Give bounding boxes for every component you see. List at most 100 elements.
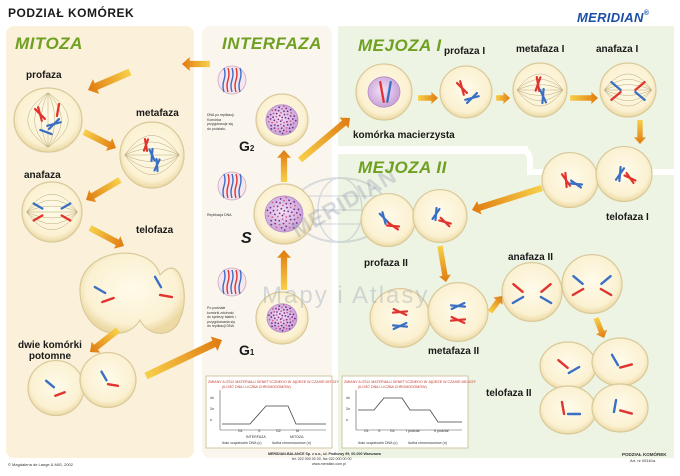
graph1-title-line2: (ILOŚĆ DNA I LICZBA CHROMOSOMÓW) (222, 385, 291, 389)
cell-mitosis-daughters (27, 351, 137, 417)
graph2-y-n: n (346, 418, 348, 422)
dna-detail-s (217, 171, 247, 201)
graph1-x-mitoza: MITOZA (290, 435, 304, 439)
graph1-title-line1: ZMIANY ILOŚCI MATERIAŁU GENETYCZNEGO W J… (208, 380, 339, 384)
cell-meiosis1-telofaza (541, 145, 653, 209)
label-g1-sub: 1 (249, 348, 255, 357)
cell-meiosis1-metafaza (512, 62, 568, 118)
cell-mitosis-telofaza (79, 252, 185, 335)
arrow-interphase-to-mitosis (182, 57, 210, 71)
arrow-mitosis-top-left (88, 68, 132, 94)
footer-copyright: © Magdalena de Lange & MiG, 2002 (8, 462, 73, 467)
section-title-mejoza-2: MEJOZA II (358, 158, 447, 177)
label-meiosis2-telofaza: telofaza II (486, 388, 532, 399)
graph2-x-podzial-1: I podział (406, 429, 420, 433)
dna-detail-g1 (217, 267, 247, 297)
label-mitosis-telofaza: telofaza (136, 225, 174, 236)
graph2-y-4n: 4n (346, 396, 350, 400)
label-daughter-cells: dwie komórki potomne (18, 340, 82, 362)
graph1-legend-b: liczba chromosomów (n) (272, 441, 311, 445)
graph2-legend-b: liczba chromosomów (n) (408, 441, 447, 445)
graph1-y-2n: 2n (210, 407, 214, 411)
arrow-metafaza2-to-anafaza2 (487, 295, 503, 314)
label-meiosis1-telofaza: telofaza I (606, 212, 649, 223)
graph1-x-interfaza: INTERFAZA (246, 435, 266, 439)
label-daughter-cells-line1: dwie komórki (18, 340, 82, 351)
label-daughter-cells-line2: potomne (28, 351, 72, 362)
footer-contact: tel. 022 000 00 00, fax 022 000 00 00 (292, 457, 352, 461)
note-g2: DNA po replikacji. Komórka przygotowuje … (207, 113, 235, 131)
cell-interphase-g2 (255, 93, 309, 147)
label-g2: G2 (239, 138, 254, 154)
arrow-telofaza1-to-profaza2 (472, 184, 543, 215)
graph2-x-g2: G2 (390, 429, 395, 433)
section-title-mejoza-1: MEJOZA I (358, 36, 442, 55)
graph1-x-m: M (296, 429, 299, 433)
label-g1-letter: G (239, 342, 250, 358)
label-meiosis2-profaza: profaza II (364, 258, 408, 269)
graph1-x-s: S (258, 429, 261, 433)
cell-meiosis1-profaza (439, 65, 493, 119)
arrow-s-to-g2 (277, 150, 291, 182)
arrow-profaza2-to-metafaza2 (437, 245, 451, 283)
cell-mitosis-metafaza (119, 121, 185, 189)
brand-mark: ® (643, 10, 650, 17)
note-s: Replikacja DNA. (207, 213, 233, 217)
graph2-title-line2: (ILOŚĆ DNA I LICZBA CHROMOSOMÓW) (358, 385, 427, 389)
label-mitosis-anafaza: anafaza (24, 170, 61, 181)
dna-detail-g2 (217, 65, 247, 95)
graph1-x-g1: G1 (238, 429, 243, 433)
section-title-interfaza: INTERFAZA (222, 34, 322, 53)
graph2-x-g1: G1 (364, 429, 369, 433)
label-g2-sub: 2 (249, 144, 255, 153)
cell-meiosis2-telofaza (539, 337, 649, 435)
label-g2-letter: G (239, 138, 250, 154)
arrow-mother-to-profaza1 (418, 92, 438, 104)
label-meiosis1-metafaza: metafaza I (516, 44, 565, 55)
label-s: S (241, 230, 252, 247)
label-mitosis-profaza: profaza (26, 70, 62, 81)
cell-interphase-g1 (255, 291, 309, 345)
arrow-metafaza-to-anafaza (85, 177, 122, 203)
cell-meiosis1-anafaza (599, 62, 657, 118)
poster-title: PODZIAŁ KOMÓREK (8, 6, 135, 20)
arrow-anafaza1-to-telofaza1 (634, 120, 646, 144)
footer-product-name: PODZIAŁ KOMÓREK (622, 452, 667, 457)
cell-meiosis2-metafaza (369, 282, 489, 349)
graph1-x-g2: G2 (276, 429, 281, 433)
watermark-text: Mapy i Atlasy (262, 282, 430, 309)
cell-meiosis2-anafaza (501, 254, 623, 323)
cell-meiosis-mother (355, 63, 413, 121)
arrow-telofaza-to-daughters (89, 327, 120, 353)
arrow-g2-to-meiosis (297, 117, 350, 163)
graph1-legend-a: ilość cząsteczek DNA (c) (222, 441, 262, 445)
cell-mitosis-anafaza (21, 181, 83, 243)
cell-meiosis2-profaza (360, 188, 468, 248)
arrow-daughters-to-g1 (144, 336, 223, 380)
arrow-metafaza1-to-anafaza1 (570, 92, 598, 104)
label-meiosis2-metafaza: metafaza II (428, 346, 480, 357)
graph-meiosis (341, 375, 469, 449)
arrow-profaza1-to-metafaza1 (496, 92, 510, 104)
footer-product-code: Art. nr 05161a (630, 458, 656, 463)
cell-interphase-s (253, 183, 315, 245)
graph2-legend-a: ilość cząsteczek DNA (c) (358, 441, 398, 445)
meiosis-panel (338, 26, 674, 458)
graph2-title-line1: ZMIANY ILOŚCI MATERIAŁU GENETYCZNEGO W J… (344, 380, 477, 384)
arrow-anafaza-to-telofaza (88, 225, 125, 249)
arrow-profaza-to-metafaza (82, 129, 117, 151)
graph1-y-n: n (210, 418, 212, 422)
note-g1: Po podziale komórki zdolność do syntezy … (207, 306, 236, 328)
label-g1: G1 (239, 342, 254, 358)
footer-company: MERIDIAN-BALANCE Sp. z o.o., ul. Podkowy… (268, 452, 381, 456)
graph1-y-4n: 4n (210, 396, 214, 400)
label-meiosis2-anafaza: anafaza II (508, 252, 554, 263)
arrow-g1-to-s (277, 250, 291, 290)
graph2-x-s: S (378, 429, 381, 433)
label-meiosis1-anafaza: anafaza I (596, 44, 639, 55)
cell-mitosis-profaza (13, 87, 83, 153)
section-title-mitoza: MITOZA (15, 34, 83, 53)
graph-mitosis (205, 375, 333, 449)
